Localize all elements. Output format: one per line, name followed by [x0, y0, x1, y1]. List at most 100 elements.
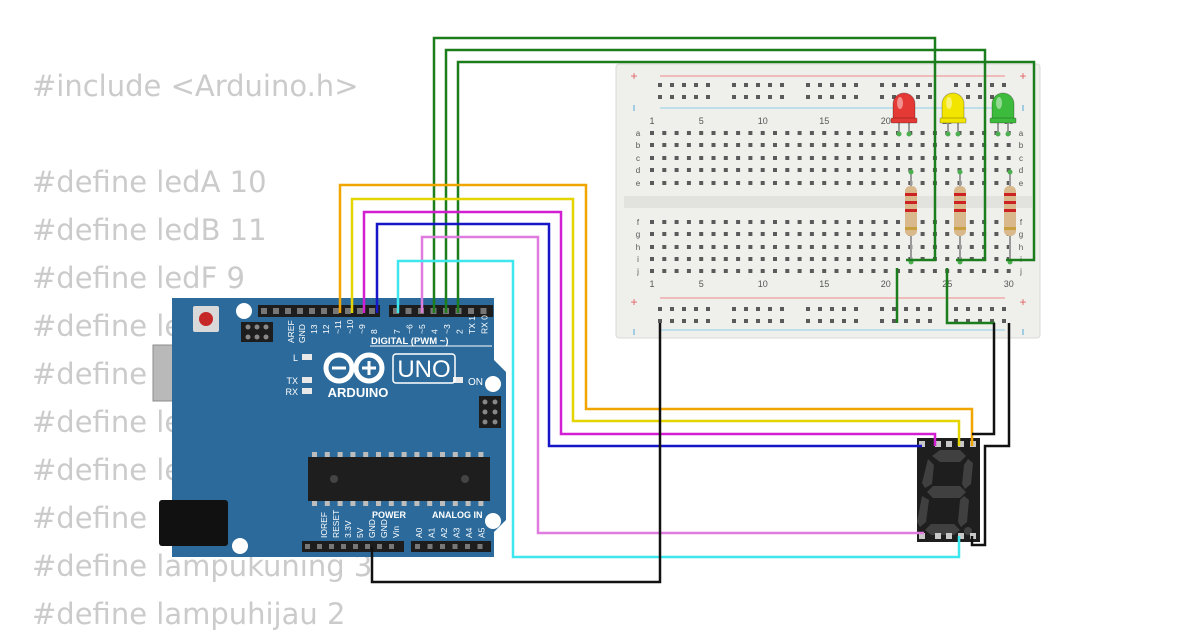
rail-hole	[658, 319, 662, 323]
breadboard-hole	[883, 269, 888, 273]
rail-hole	[880, 95, 884, 99]
column-number: 5	[699, 116, 704, 126]
breadboard-hole	[846, 269, 851, 273]
chip-leg	[312, 452, 317, 457]
rail-hole	[1002, 319, 1006, 323]
breadboard-hole	[945, 143, 950, 147]
header-hole	[345, 308, 351, 314]
breadboard-hole	[785, 220, 790, 224]
breadboard-hole	[896, 168, 900, 172]
rail-hole	[854, 307, 858, 311]
breadboard-hole	[736, 143, 741, 147]
analog-label: ANALOG IN	[432, 510, 483, 520]
rail-hole	[904, 319, 908, 323]
rail-hole	[830, 319, 834, 323]
rail-hole	[744, 319, 748, 323]
breadboard-hole	[945, 156, 950, 160]
rx-led	[302, 388, 312, 394]
row-letter: g	[1019, 230, 1023, 239]
breadboard-hole	[662, 245, 667, 249]
breadboard-center-gap	[624, 196, 1032, 208]
rail-hole	[706, 307, 710, 311]
breadboard-hole	[785, 156, 790, 160]
rail-hole	[842, 95, 846, 99]
rail-hole	[768, 319, 772, 323]
chip-leg	[376, 452, 381, 457]
on-label: ON	[468, 377, 483, 388]
breadboard-hole	[871, 143, 876, 147]
rail-hole	[706, 319, 710, 323]
breadboard-hole	[969, 269, 974, 273]
breadboard-hole	[969, 168, 974, 172]
breadboard-hole	[809, 257, 814, 261]
breadboard-hole	[723, 245, 728, 249]
aref-label: AREF	[286, 320, 296, 343]
header-hole	[440, 544, 445, 549]
rail-hole	[990, 307, 994, 311]
breadboard-hole	[662, 232, 667, 236]
leds	[890, 92, 1017, 137]
header-hole	[353, 544, 358, 549]
breadboard-hole	[822, 156, 827, 160]
seven-segment-display	[917, 438, 980, 542]
breadboard-hole	[748, 257, 753, 261]
breadboard-hole	[859, 245, 864, 249]
breadboard-hole	[846, 156, 851, 160]
rail-hole	[928, 95, 932, 99]
breadboard-hole	[686, 269, 691, 273]
breadboard-hole	[920, 181, 925, 185]
rail-hole	[1002, 83, 1006, 87]
breadboard-hole	[699, 257, 704, 261]
breadboard-hole	[686, 181, 691, 185]
wire-magenta	[362, 210, 937, 446]
breadboard-hole	[650, 131, 654, 135]
rail-hole	[818, 95, 822, 99]
breadboard-hole	[871, 245, 876, 249]
row-letter: d	[636, 166, 640, 175]
breadboard-hole	[723, 131, 728, 135]
breadboard-hole	[846, 131, 851, 135]
row-letter: e	[636, 179, 641, 188]
pin-label: A3	[452, 527, 462, 538]
breadboard-hole	[785, 257, 790, 261]
breadboard-hole	[994, 143, 999, 147]
breadboard-hole	[711, 257, 716, 261]
chip-leg	[427, 452, 433, 457]
uno-box	[392, 353, 456, 384]
rail-hole	[842, 307, 846, 311]
breadboard-hole	[748, 220, 753, 224]
breadboard-hole	[723, 269, 728, 273]
rail-hole	[954, 307, 958, 311]
breadboard-hole	[699, 131, 704, 135]
rail-hole	[954, 319, 958, 323]
breadboard-hole	[736, 168, 741, 172]
breadboard-hole	[711, 245, 716, 249]
row-letter: g	[636, 230, 640, 239]
column-number: 1	[649, 116, 654, 126]
breadboard-hole	[773, 257, 777, 261]
breadboard-hole	[883, 220, 888, 224]
rail-hole	[780, 95, 784, 99]
header-hole	[468, 308, 474, 314]
breadboard-hole	[699, 245, 704, 249]
chip-leg	[337, 452, 343, 457]
rail-hole	[780, 307, 784, 311]
breadboard-hole	[871, 232, 876, 236]
board-model: UNO	[397, 356, 450, 383]
breadboard-hole	[662, 257, 667, 261]
breadboard-hole	[982, 269, 987, 273]
rail-hole	[780, 83, 784, 87]
breadboard-hole	[883, 232, 888, 236]
code-background: #include <Arduino.h>#define ledA 10#defi…	[32, 62, 372, 638]
breadboard-hole	[834, 257, 839, 261]
breadboard-hole	[920, 245, 925, 249]
breadboard-hole	[822, 181, 827, 185]
pin-label: ~10	[345, 319, 355, 334]
breadboard-hole	[662, 143, 667, 147]
row-letter: c	[1019, 154, 1023, 163]
icsp-header-right	[479, 396, 501, 428]
column-number: 15	[819, 279, 829, 289]
row-letter: a	[636, 129, 641, 138]
rail-hole	[978, 319, 982, 323]
